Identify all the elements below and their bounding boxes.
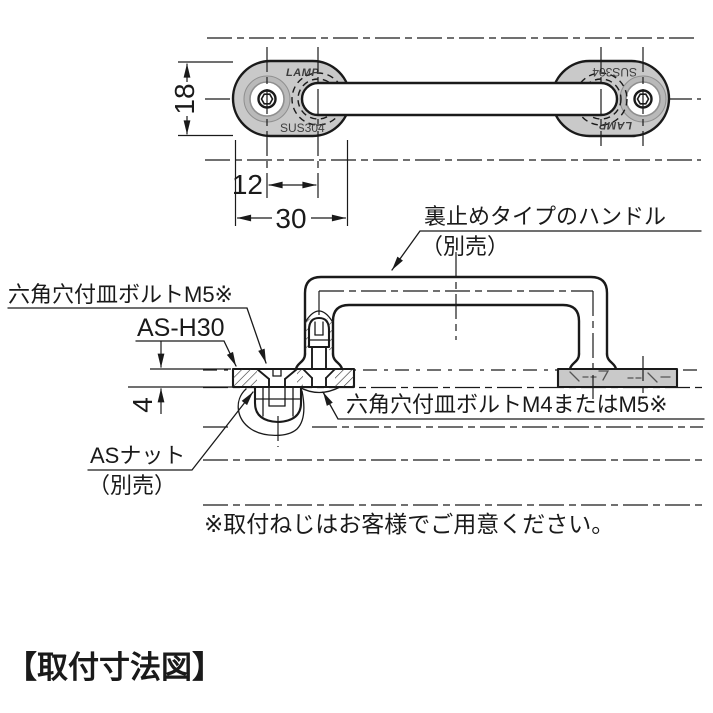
dim-4: 4: [127, 397, 158, 413]
plate-section: [231, 367, 356, 394]
dim-12: 12: [232, 169, 263, 200]
left-plate-brand-mark: LAMP: [286, 67, 319, 79]
label-bolt-m4: 六角穴付皿ボルトM4またはM5※: [346, 392, 668, 417]
top-view-centerlines: [266, 47, 644, 198]
side-view-centerlines: [318, 252, 644, 399]
label-handle-type-line1: 裏止めタイプのハンドル: [424, 204, 666, 229]
as-nut: [237, 385, 305, 447]
label-handle-type-line2: （別売）: [421, 234, 509, 259]
drawing-caption: 【取付寸法図】: [6, 650, 223, 685]
breakout-boundary: [237, 388, 305, 437]
label-bolt-m5: 六角穴付皿ボルトM5※: [8, 282, 233, 307]
hex-socket-icon: [260, 93, 274, 105]
handle-top-outline: [300, 81, 619, 117]
label-as-nut-line1: ASナット: [90, 443, 185, 468]
right-plate-material-mark: SUS304: [592, 65, 637, 79]
right-plate-elevation: [556, 367, 679, 389]
text-labels: 裏止めタイプのハンドル （別売） 六角穴付皿ボルトM5※ AS-H30 ASナッ…: [6, 204, 668, 685]
right-plate-brand-mark: LAMP: [599, 119, 632, 131]
dimension-plate-width: 30: [234, 140, 349, 234]
hex-socket-icon: [636, 93, 650, 105]
dimension-plate-height: 18: [169, 61, 233, 137]
dim-18: 18: [169, 83, 200, 114]
leg-bolt: [307, 316, 331, 370]
label-as-nut-line2: （別売）: [88, 473, 176, 498]
note-screws: ※取付ねじはお客様でご用意ください。: [204, 511, 614, 537]
dim-30: 30: [275, 203, 306, 234]
top-view: LAMP SUS304 SUS304 LAMP 18 12: [169, 47, 671, 234]
label-plate-model: AS-H30: [137, 314, 225, 342]
left-plate-material-mark: SUS304: [280, 121, 325, 135]
leader-lines: [7, 230, 705, 471]
dimension-hole-spacing: 12: [232, 169, 317, 200]
side-view: 4: [127, 252, 679, 447]
dimension-plate-thickness: 4: [127, 341, 251, 414]
